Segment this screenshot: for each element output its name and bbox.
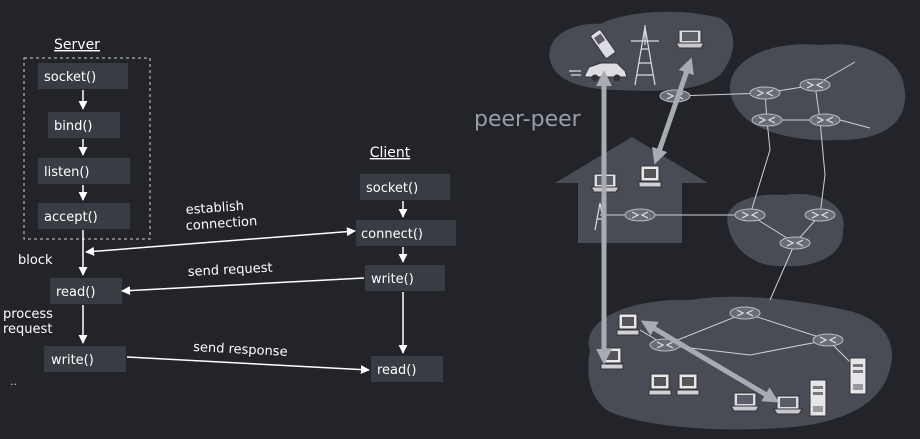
server-dashed-frame: [23, 57, 151, 240]
server-write-label: write(): [51, 353, 94, 368]
peer-arrow-laptop-home: [652, 57, 694, 165]
establish-label-line1: establish: [185, 199, 244, 218]
router-icon: [751, 113, 783, 127]
server-read-box: [50, 278, 122, 304]
client-write-box: [365, 265, 445, 291]
dots-label: ..: [10, 375, 17, 388]
router-icon: [809, 113, 841, 127]
server-accept-label: accept(): [44, 210, 98, 225]
send-request-arrow: [121, 277, 365, 296]
client-socket-label: socket(): [366, 181, 418, 196]
home-roof: [555, 137, 708, 183]
send-request-label: send request: [187, 261, 272, 280]
client-read-label: read(): [377, 363, 416, 378]
isp-cloud-middle-right: [727, 194, 844, 267]
laptop-icon: [675, 29, 705, 49]
client-panel: Client socket() connect() write() read(): [356, 145, 456, 382]
router-icon: [812, 333, 844, 347]
laptop-icon: [730, 392, 760, 412]
establish-connection-arrow: [85, 227, 356, 256]
server-listen-label: listen(): [44, 165, 89, 180]
client-socket-box: [360, 174, 450, 200]
client-connect-box: [356, 220, 456, 246]
server-bind-box: [48, 112, 120, 138]
send-response-arrow: [126, 356, 370, 375]
server-write-box: [44, 346, 126, 372]
client-read-box: [371, 356, 443, 382]
pc-icon: [676, 373, 700, 396]
peer-arrows: [595, 57, 780, 403]
router-icon: [749, 86, 781, 100]
client-title: Client: [370, 145, 411, 161]
server-icon: [809, 379, 827, 417]
message-arrows: establish connection send request send r…: [85, 199, 370, 375]
cell-tower-icon: [631, 25, 659, 86]
client-write-label: write(): [371, 272, 414, 287]
server-bind-label: bind(): [54, 119, 93, 134]
server-panel: Server socket() bind() listen() accept()…: [3, 37, 151, 388]
laptop-icon: [773, 395, 803, 415]
cellphone-icon: [590, 29, 616, 59]
process-label-line2: request: [3, 322, 52, 337]
network-title: peer-peer: [474, 107, 582, 132]
router-icon: [624, 208, 656, 222]
server-socket-label: socket(): [44, 70, 96, 85]
router-icon: [734, 208, 766, 222]
router-icon: [799, 78, 831, 92]
network-panel: peer-peer: [474, 11, 906, 430]
server-accept-box: [38, 203, 130, 229]
server-title: Server: [54, 37, 100, 53]
process-label-line1: process: [3, 307, 53, 322]
server-socket-box: [38, 63, 128, 89]
block-label: block: [18, 253, 53, 268]
server-read-label: read(): [56, 285, 95, 300]
car-icon: [569, 62, 628, 82]
client-connect-label: connect(): [361, 227, 423, 242]
pc-icon: [648, 373, 672, 396]
pc-icon: [616, 313, 640, 336]
send-response-label: send response: [193, 340, 288, 360]
pc-icon: [638, 165, 662, 188]
router-icon: [729, 306, 761, 320]
peer-arrow-pc-laptop: [640, 320, 780, 403]
server-icon: [849, 357, 867, 395]
router-icon: [804, 208, 836, 222]
router-icon: [779, 236, 811, 250]
establish-label-line2: connection: [185, 214, 258, 234]
server-listen-box: [38, 158, 130, 184]
